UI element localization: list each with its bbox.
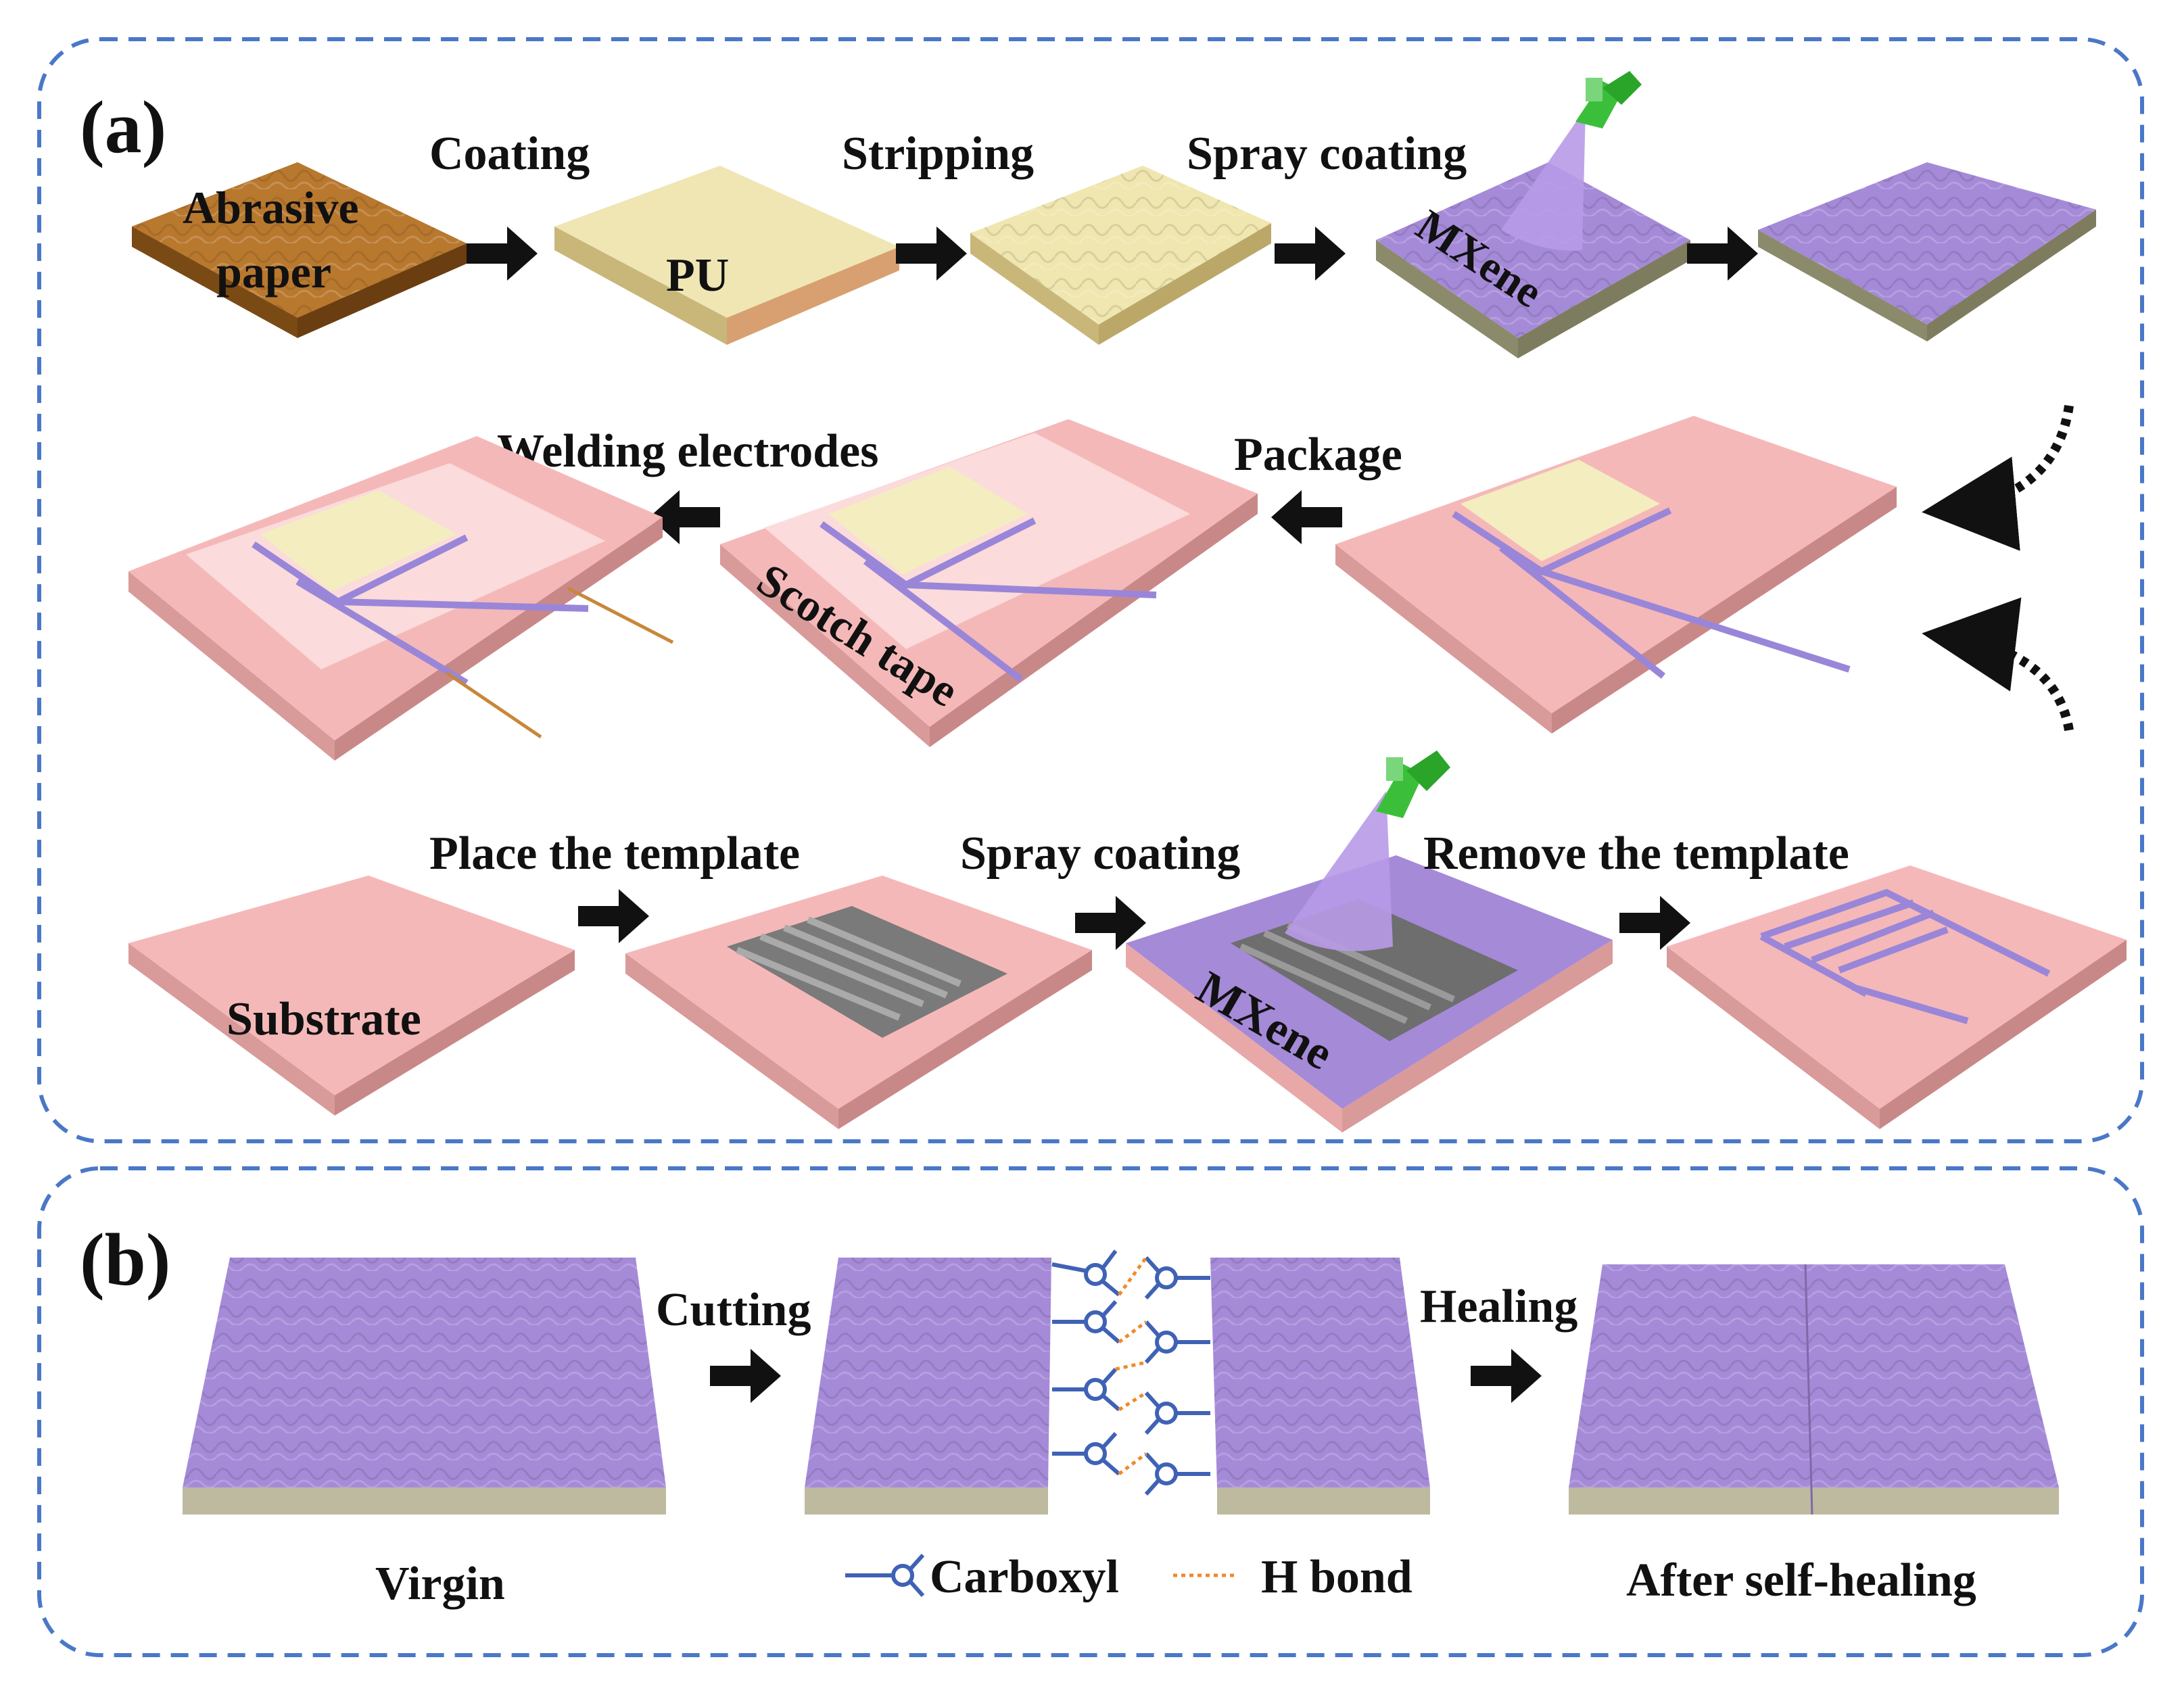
step-coating: Coating xyxy=(429,128,590,180)
carboxyl-group xyxy=(1051,1249,1210,1496)
stripped-pu-slab xyxy=(970,166,1271,345)
abrasive-label-2: paper xyxy=(216,246,331,297)
h-bond-lines xyxy=(1115,1256,1148,1475)
step-package: Package xyxy=(1234,429,1402,481)
pu-label: PU xyxy=(666,249,729,302)
arrow-right-icon xyxy=(1471,1349,1542,1403)
template-slab xyxy=(625,876,1092,1129)
panel-a-frame xyxy=(37,37,2144,1143)
curved-arrow-icon xyxy=(1922,597,2074,732)
panel-b-label: (b) xyxy=(80,1218,170,1301)
spray-gun-icon xyxy=(1376,750,1450,818)
step-place-template: Place the template xyxy=(429,828,800,880)
step-stripping: Stripping xyxy=(842,128,1034,180)
arrow-left-icon xyxy=(649,490,720,544)
arrow-right-icon xyxy=(1075,896,1146,950)
arrow-right-icon xyxy=(1687,226,1758,281)
legend-hbond-label: H bond xyxy=(1261,1551,1413,1603)
caption-after-healing: After self-healing xyxy=(1626,1554,1976,1606)
abrasive-paper-slab xyxy=(132,162,467,338)
spray-gun-icon xyxy=(1575,71,1642,128)
cut-film-left xyxy=(805,1258,1051,1515)
step-welding: Welding electrodes xyxy=(497,425,878,477)
pu-slab xyxy=(554,166,899,345)
arrow-right-icon xyxy=(467,226,538,281)
panel-b-frame xyxy=(37,1166,2144,1657)
mxene-sprayed-slab xyxy=(1376,108,1690,358)
cut-film-right xyxy=(1210,1258,1430,1515)
panel-a-label: (a) xyxy=(80,86,166,168)
arrow-right-icon xyxy=(710,1349,781,1403)
mxene-template-slab xyxy=(1126,791,1613,1132)
step-remove-template: Remove the template xyxy=(1423,828,1849,880)
substrate-slab xyxy=(128,876,575,1116)
legend-carboxyl-label: Carboxyl xyxy=(930,1551,1119,1603)
device-slab-scotch-tape xyxy=(720,419,1258,747)
caption-virgin: Virgin xyxy=(375,1558,505,1610)
arrow-right-icon xyxy=(1619,896,1690,950)
abrasive-label-1: Abrasive xyxy=(183,182,359,233)
virgin-film xyxy=(183,1258,666,1515)
carboxyl-icon xyxy=(845,1553,925,1598)
legend-carboxyl: Carboxyl xyxy=(845,1551,1119,1603)
mxene-film-slab xyxy=(1758,162,2096,341)
electrode-wire xyxy=(567,586,674,644)
step-spray-coating-1: Spray coating xyxy=(1187,128,1467,180)
legend-hbond: H bond xyxy=(1173,1551,1413,1603)
curved-arrow-icon xyxy=(1922,405,2074,551)
electrode-slab xyxy=(1667,865,2127,1129)
step-healing: Healing xyxy=(1420,1281,1577,1333)
step-cutting: Cutting xyxy=(656,1284,811,1336)
arrow-right-icon xyxy=(896,226,967,281)
device-slab-welding xyxy=(128,436,674,761)
step-spray-coating-2: Spray coating xyxy=(960,828,1240,880)
electrode-wire xyxy=(445,671,542,739)
arrow-left-icon xyxy=(1271,490,1342,544)
healed-film xyxy=(1569,1264,2059,1515)
arrow-right-icon xyxy=(1275,226,1346,281)
arrow-right-icon xyxy=(578,889,649,943)
device-slab-package xyxy=(1335,416,1897,734)
substrate-label: Substrate xyxy=(227,993,421,1045)
